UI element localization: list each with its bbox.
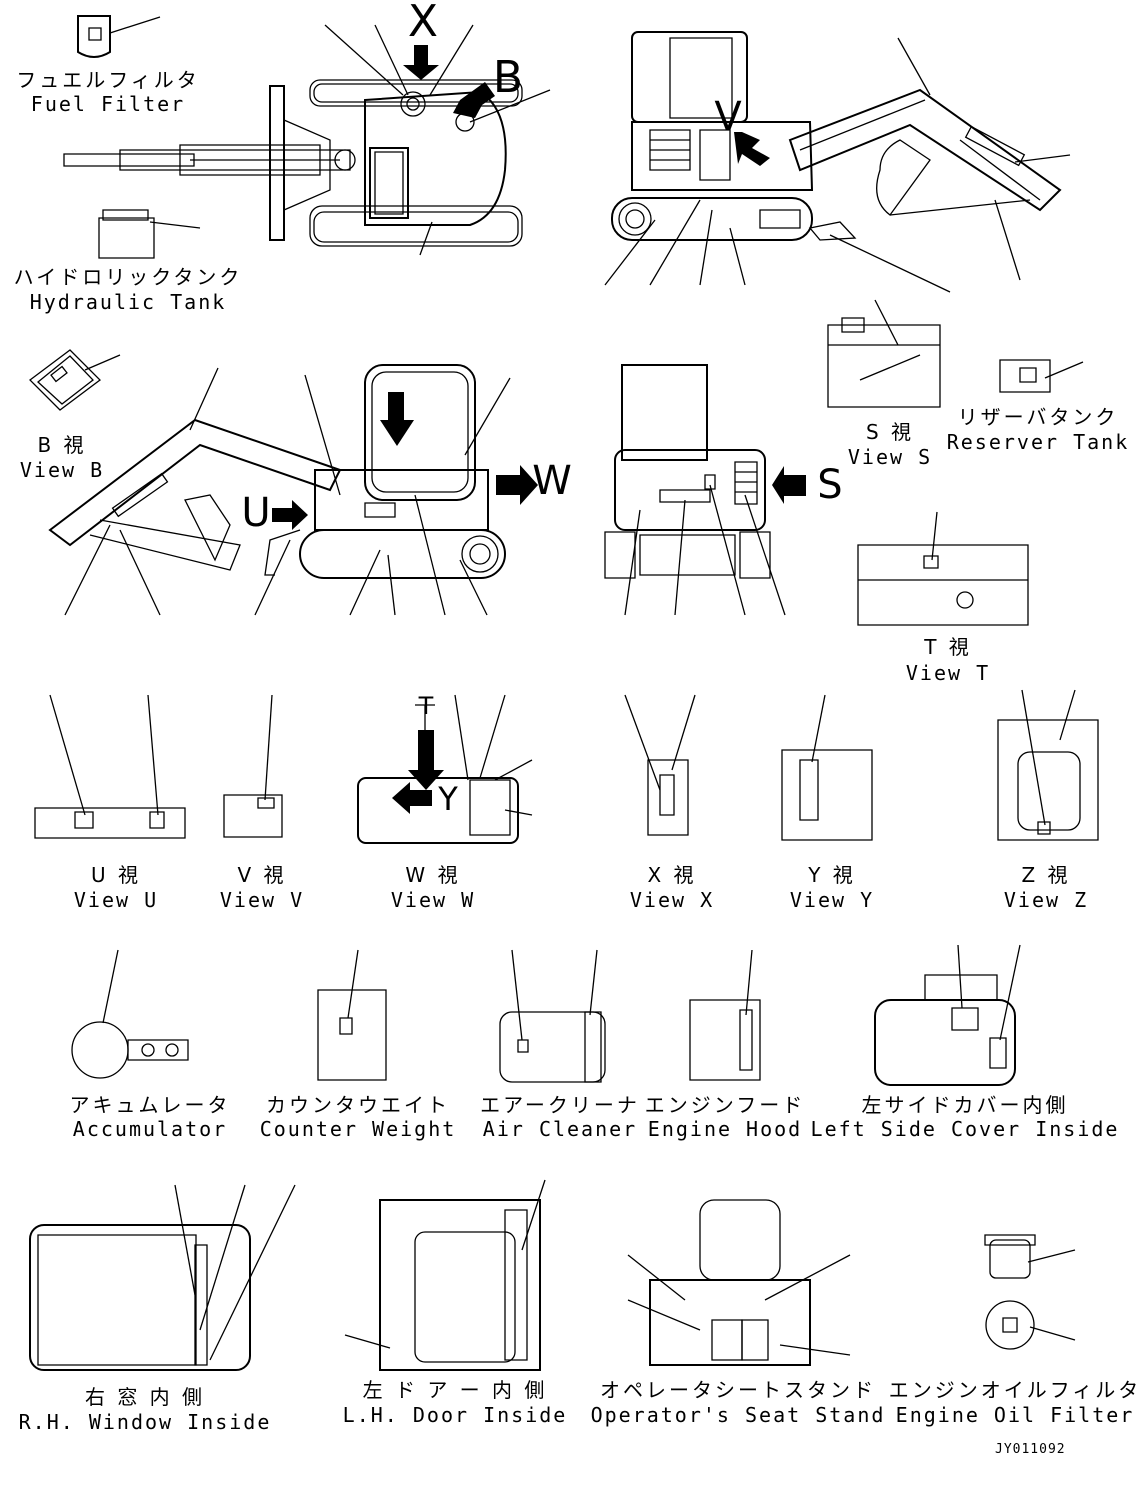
reserver-tank-label-en: Reserver Tank <box>946 430 1130 454</box>
detail-views-row <box>35 690 1098 843</box>
reserver-tank-label-jp: リザーバタンク <box>957 405 1119 429</box>
accumulator-label-jp: アキュムレータ <box>69 1093 231 1117</box>
counter-weight-label-en: Counter Weight <box>259 1117 457 1141</box>
view-b-label-jp: B 視 <box>37 433 87 457</box>
view-letter-x: X <box>407 0 439 47</box>
engine-hood-label-en: Engine Hood <box>647 1117 803 1141</box>
view-z-label-jp: Z 視 <box>1021 863 1071 887</box>
bottom-row <box>30 1180 1075 1370</box>
fuel-filter-label-jp: フュエルフィルタ <box>16 68 200 92</box>
view-letter-b: B <box>492 52 524 103</box>
fuel-filter-label-en: Fuel Filter <box>30 92 186 116</box>
lh-door-label-en: L.H. Door Inside <box>342 1403 568 1427</box>
machine-top-view <box>64 16 550 258</box>
hydraulic-tank-icon <box>99 218 154 258</box>
document-code: JY011092 <box>995 1442 1066 1457</box>
air-cleaner-label-jp: エアークリーナ <box>480 1093 640 1117</box>
view-w-label-jp: W 視 <box>405 863 461 887</box>
machine-side-view-right <box>605 32 1070 292</box>
hydraulic-tank-label-jp: ハイドロリックタンク <box>13 265 243 289</box>
accumulator-label-en: Accumulator <box>72 1117 228 1141</box>
seat-stand-label-jp: オペレータシートスタンド <box>600 1378 876 1402</box>
view-letter-t: T <box>418 692 434 720</box>
view-b-icon <box>30 350 120 410</box>
view-letter-y: Y <box>438 780 458 818</box>
view-y-label-en: View Y <box>789 888 875 912</box>
view-b-label-en: View B <box>19 458 105 482</box>
engine-hood-label-jp: エンジンフード <box>644 1093 806 1117</box>
engine-oil-filter-label-jp: エンジンオイルフィルタ <box>888 1378 1137 1402</box>
view-letter-w: W <box>532 458 572 504</box>
view-w-label-en: View W <box>390 888 476 912</box>
view-x-label-en: View X <box>629 888 715 912</box>
view-t-label-jp: T 視 <box>924 635 972 659</box>
fuel-filter-icon <box>78 16 110 57</box>
lh-door-label-jp: 左 ド ア ー 内 側 <box>362 1378 548 1402</box>
view-letter-s: S <box>817 462 843 508</box>
hydraulic-tank-label-en: Hydraulic Tank <box>29 290 227 314</box>
view-t-label-en: View T <box>905 661 991 685</box>
view-v-label-jp: V 視 <box>237 863 287 887</box>
rh-window-label-jp: 右 窓 内 側 <box>84 1385 206 1409</box>
view-s-label-en: View S <box>847 445 933 469</box>
component-row <box>72 945 1020 1085</box>
rh-window-label-en: R.H. Window Inside <box>18 1410 272 1434</box>
view-t-drawing <box>858 512 1028 625</box>
engine-oil-filter-label-en: Engine Oil Filter <box>895 1403 1135 1427</box>
view-v-label-en: View V <box>219 888 305 912</box>
left-side-cover-label-jp: 左サイドカバー内側 <box>861 1093 1069 1117</box>
view-y-label-jp: Y 視 <box>808 863 856 887</box>
left-side-cover-label-en: Left Side Cover Inside <box>810 1117 1120 1141</box>
view-u-label-en: View U <box>73 888 159 912</box>
machine-rear-view <box>605 365 806 615</box>
machine-side-view-left <box>50 365 538 615</box>
counter-weight-label-jp: カウンタウエイト <box>266 1093 450 1117</box>
reserver-tank-drawing <box>1000 360 1083 392</box>
view-u-label-jp: U 視 <box>91 863 141 887</box>
view-letter-u: U <box>241 490 271 536</box>
view-x-label-jp: X 視 <box>647 863 697 887</box>
seat-stand-label-en: Operator's Seat Stand <box>590 1403 886 1427</box>
view-letter-v: V <box>714 94 742 140</box>
view-z-label-en: View Z <box>1003 888 1089 912</box>
view-s-label-jp: S 視 <box>865 420 915 444</box>
view-s-drawing <box>828 300 940 407</box>
air-cleaner-label-en: Air Cleaner <box>482 1117 638 1141</box>
